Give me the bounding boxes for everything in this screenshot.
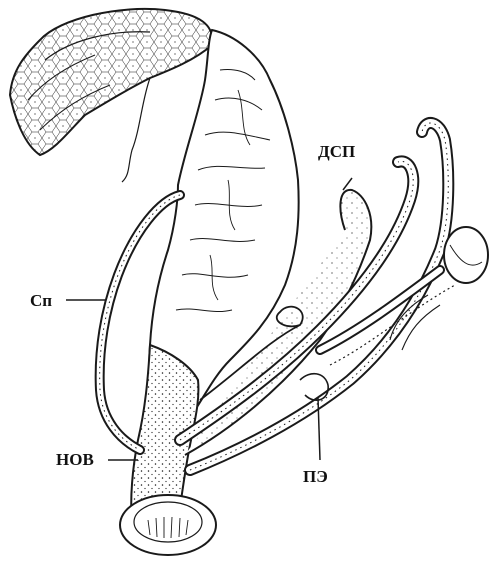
- bottom-opening: [120, 495, 216, 555]
- label-sp: Сп: [30, 292, 52, 309]
- label-pe: ПЭ: [303, 468, 328, 485]
- upper-gland: [10, 9, 212, 182]
- label-dsp: ДСП: [318, 143, 355, 160]
- label-nov: НОВ: [56, 451, 94, 468]
